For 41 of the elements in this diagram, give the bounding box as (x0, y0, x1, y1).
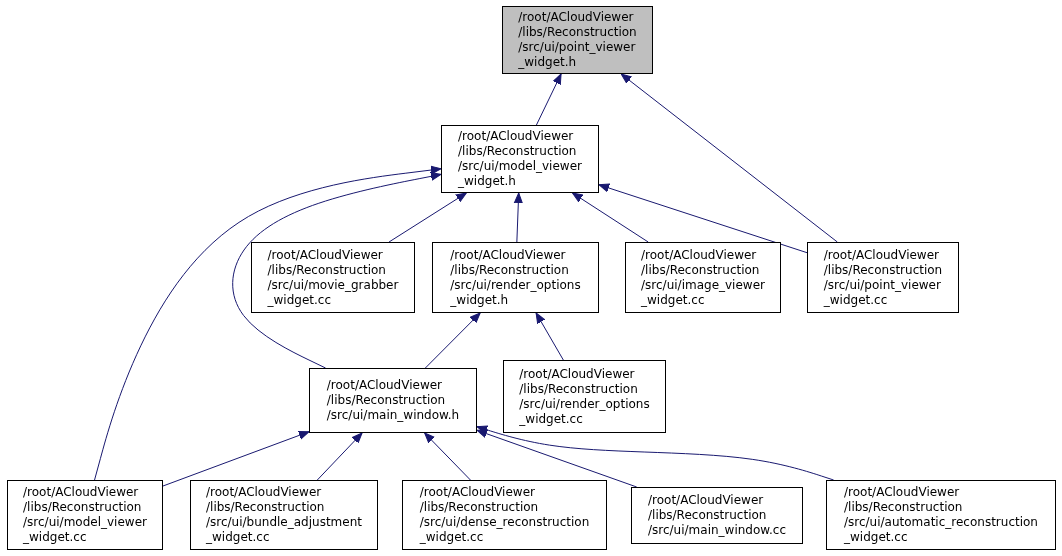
arrow (94, 165, 442, 481)
arrow (572, 192, 649, 243)
file-box (502, 6, 653, 74)
arrow (162, 430, 310, 487)
file-path: /root/ACloudViewer /libs/Reconstruction /src/ui/render_options _widget.cc (519, 366, 650, 427)
file-box (251, 242, 415, 313)
file-box (402, 480, 607, 550)
file-path: /root/ACloudViewer /libs/Reconstruction /src/ui/image_viewer _widget.cc (641, 247, 765, 308)
arrow (476, 429, 638, 488)
arrow (388, 192, 467, 243)
file-path: /root/ACloudViewer /libs/Reconstruction /src/ui/render_options _widget.h (450, 247, 581, 308)
file-box (309, 368, 477, 433)
arrow (535, 73, 562, 126)
file-path: /root/ACloudViewer /libs/Reconstruction /src/ui/point_viewer _widget.cc (823, 247, 943, 308)
arrow (232, 171, 442, 369)
file-path: /root/ACloudViewer /libs/Reconstruction /src/ui/main_window.h (326, 378, 460, 423)
file-path: /root/ACloudViewer /libs/Reconstruction /src/ui/point_viewer _widget.h (518, 10, 637, 70)
file-path: /root/ACloudViewer /libs/Reconstruction /src/ui/movie_grabber _widget.cc (267, 247, 399, 308)
file-box (190, 480, 378, 550)
file-box (503, 360, 666, 433)
arrow (620, 73, 838, 243)
arrow (424, 312, 481, 369)
file-path: /root/ACloudViewer /libs/Reconstruction /src/ui/model_viewer _widget.cc (23, 485, 147, 545)
arrow (513, 192, 523, 243)
file-path: /root/ACloudViewer /libs/Reconstruction /src/ui/dense_reconstruction _widget.cc (419, 485, 590, 545)
file-box (826, 480, 1056, 550)
file-box (441, 125, 599, 193)
arrow (598, 183, 808, 254)
file-path: /root/ACloudViewer /libs/Reconstruction /src/ui/bundle_adjustment _widget.cc (206, 485, 362, 545)
arrow (316, 432, 363, 481)
arrow (476, 425, 835, 481)
file-box (631, 487, 803, 544)
file-path: /root/ACloudViewer /libs/Reconstruction /src/ui/automatic_reconstruction _widget.cc (844, 485, 1038, 545)
file-box (432, 242, 599, 313)
file-box (807, 242, 959, 313)
arrow (535, 312, 564, 361)
file-path: /root/ACloudViewer /libs/Reconstruction /src/ui/model_viewer _widget.h (458, 129, 582, 189)
file-path: /root/ACloudViewer /libs/Reconstruction /src/ui/main_window.cc (648, 493, 786, 538)
file-box (7, 480, 163, 550)
file-box (625, 242, 781, 313)
arrow (424, 432, 471, 481)
